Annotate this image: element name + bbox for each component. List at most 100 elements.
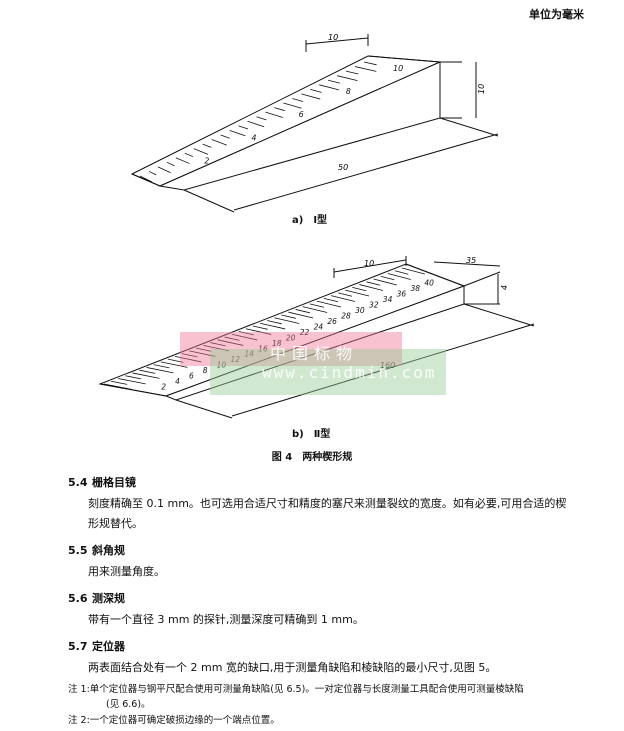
section-5-6-body: 带有一个直径 3 mm 的探针,测量深度可精确到 1 mm。 (88, 613, 364, 626)
wedge-b-scale-label: 30 (355, 306, 365, 315)
wedge-a-tick (292, 98, 304, 102)
wedge-b-tick (373, 278, 397, 286)
section-5-7-body: 两表面结合处有一个 2 mm 宽的缺口,用于测量角缺陷和棱缺陷的最小尺寸,见图 … (88, 661, 497, 674)
wedge-a-tick (345, 70, 359, 75)
section-5-6-heading: 5.6 测深规 (68, 590, 125, 606)
wedge-b-scale-label: 8 (203, 366, 208, 375)
wedge-b-tick (330, 295, 356, 302)
dim-top-a: 10 (328, 33, 338, 42)
wedge-a-tick (193, 148, 209, 155)
wedge-b-tick (274, 317, 300, 324)
wedge-b-scale-label: 12 (230, 355, 240, 364)
section-number: 5.6 (68, 592, 88, 605)
wedge-a-tick (283, 102, 302, 109)
wedge-b-tick (238, 331, 254, 336)
wedge-a-tick (148, 171, 157, 176)
dim-top-b: 10 (364, 259, 374, 268)
wedge-a-tick (229, 130, 246, 137)
wedge-a-tick (166, 161, 175, 167)
wedge-a-scale-label: 2 (204, 156, 209, 165)
wedge-a-tick (175, 157, 190, 164)
wedge-a-tick (202, 143, 212, 148)
wedge-b-tick (103, 383, 132, 390)
wedge-b-tick (316, 300, 342, 308)
wedge-b-tick (181, 353, 198, 358)
wedge-a-tick (157, 166, 171, 174)
wedge-b-tick (217, 339, 244, 346)
wedge-b-scale-label: 10 (217, 361, 227, 370)
wedge-b-tick (323, 297, 339, 303)
note-2-line-1: 注 2:一个定位器可确定破损边缘的一个端点位置。 (68, 715, 280, 726)
wedge-b-scale-label: 38 (411, 284, 421, 293)
wedge-b-tick (338, 292, 353, 297)
note-1-line-2: (见 6.6)。 (106, 699, 151, 710)
wedge-b-tick (174, 355, 202, 363)
wedge-b-tick (295, 309, 310, 314)
wedge-type-1-drawing (130, 34, 499, 213)
dim-height-a: 10 (477, 84, 486, 94)
dim-length-a: 50 (338, 163, 348, 172)
wedge-b-scale-label: 6 (189, 372, 194, 381)
wedge-a-tick (256, 116, 267, 121)
wedge-b-scale-label: 24 (314, 322, 324, 331)
wedge-b-scale-label: 2 (161, 383, 166, 392)
wedge-a-tick (220, 134, 230, 139)
wedge-a-tick (238, 125, 249, 130)
wedge-b-tick (345, 289, 370, 297)
section-5-4-heading: 5.4 栅格目镜 (68, 474, 136, 490)
wedge-a-tick (337, 75, 358, 82)
section-number: 5.5 (68, 544, 88, 557)
section-title: 斜角规 (92, 544, 125, 557)
section-title: 栅格目镜 (92, 476, 136, 489)
wedge-a-scale-label: 6 (299, 110, 304, 119)
wedge-b-scale-label: 14 (244, 350, 254, 359)
wedge-b-scale-label: 40 (424, 278, 434, 287)
wedge-a-tick (301, 93, 321, 100)
figure-caption: 图 4 两种楔形规 (271, 452, 353, 463)
wedge-a-tick (274, 107, 285, 112)
wedge-a-tick (319, 84, 339, 91)
wedge-type-2-drawing (98, 256, 535, 419)
wedge-b-tick (352, 286, 367, 292)
wedge-a-tick (247, 120, 265, 128)
wedge-b-scale-label: 4 (175, 377, 180, 386)
wedge-b-tick (125, 375, 142, 380)
wedge-a-tick (265, 111, 283, 118)
watermark-band-pink (180, 332, 402, 366)
note-1: 注 1:单个定位器与钢平尺配合使用可测量角缺陷(见 6.5)。一对定位器与长度测… (68, 682, 568, 712)
dim-height-b: 4 (500, 285, 509, 290)
wedge-b-tick (288, 311, 314, 319)
wedge-a-tick (328, 79, 340, 84)
wedge-b-tick (153, 364, 170, 369)
section-number: 5.4 (68, 476, 88, 489)
wedge-b-tick (359, 284, 384, 291)
watermark-band-green (210, 349, 446, 395)
wedge-b-scale-label: 22 (300, 328, 310, 337)
watermark-text-cn: 中国标物 (270, 344, 359, 363)
wedge-b-tick (387, 273, 411, 280)
wedge-b-tick (302, 306, 328, 313)
wedge-b-scale-label: 26 (327, 317, 337, 326)
note-1-line-1: 注 1:单个定位器与钢平尺配合使用可测量角缺陷(见 6.5)。一对定位器与长度测… (68, 684, 524, 695)
wedge-b-tick (196, 347, 212, 352)
section-title: 测深规 (92, 592, 125, 605)
wedge-a-tick (354, 66, 377, 72)
wedge-a-tick (363, 61, 377, 66)
wedge-b-tick (231, 333, 258, 341)
wedge-a-tick (211, 139, 227, 146)
wedge-b-tick (146, 367, 174, 374)
section-title: 定位器 (92, 640, 125, 653)
wedge-b-scale-label: 36 (397, 289, 407, 298)
dim-length-b: 160 (380, 361, 395, 370)
section-5-5-heading: 5.5 斜角规 (68, 542, 125, 558)
wedge-b-scale-label: 16 (258, 344, 268, 353)
wedge-b-tick (111, 380, 128, 385)
wedge-b-tick (394, 270, 409, 275)
section-5-5-body: 用来测量角度。 (88, 565, 165, 578)
wedge-b-tick (267, 320, 282, 325)
figure-b-label: b) Ⅱ型 (292, 429, 331, 440)
wedge-b-tick (132, 372, 160, 379)
wedge-b-tick (281, 314, 296, 319)
